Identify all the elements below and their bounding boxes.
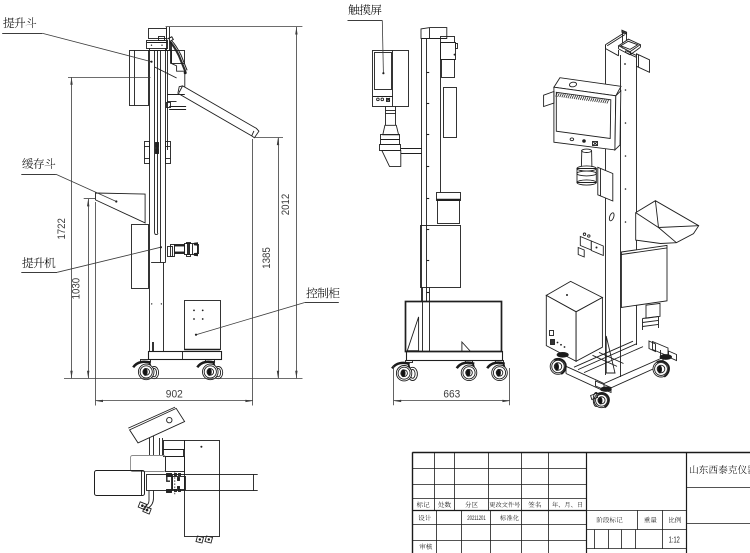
svg-text:663: 663 — [443, 388, 460, 400]
svg-text:1:12: 1:12 — [669, 535, 680, 544]
svg-text:902: 902 — [166, 388, 183, 400]
svg-text:1030: 1030 — [71, 278, 83, 300]
svg-text:20211201: 20211201 — [467, 516, 486, 522]
svg-text:1385: 1385 — [261, 247, 273, 269]
svg-text:2012: 2012 — [280, 194, 292, 216]
svg-text:1722: 1722 — [56, 218, 68, 240]
